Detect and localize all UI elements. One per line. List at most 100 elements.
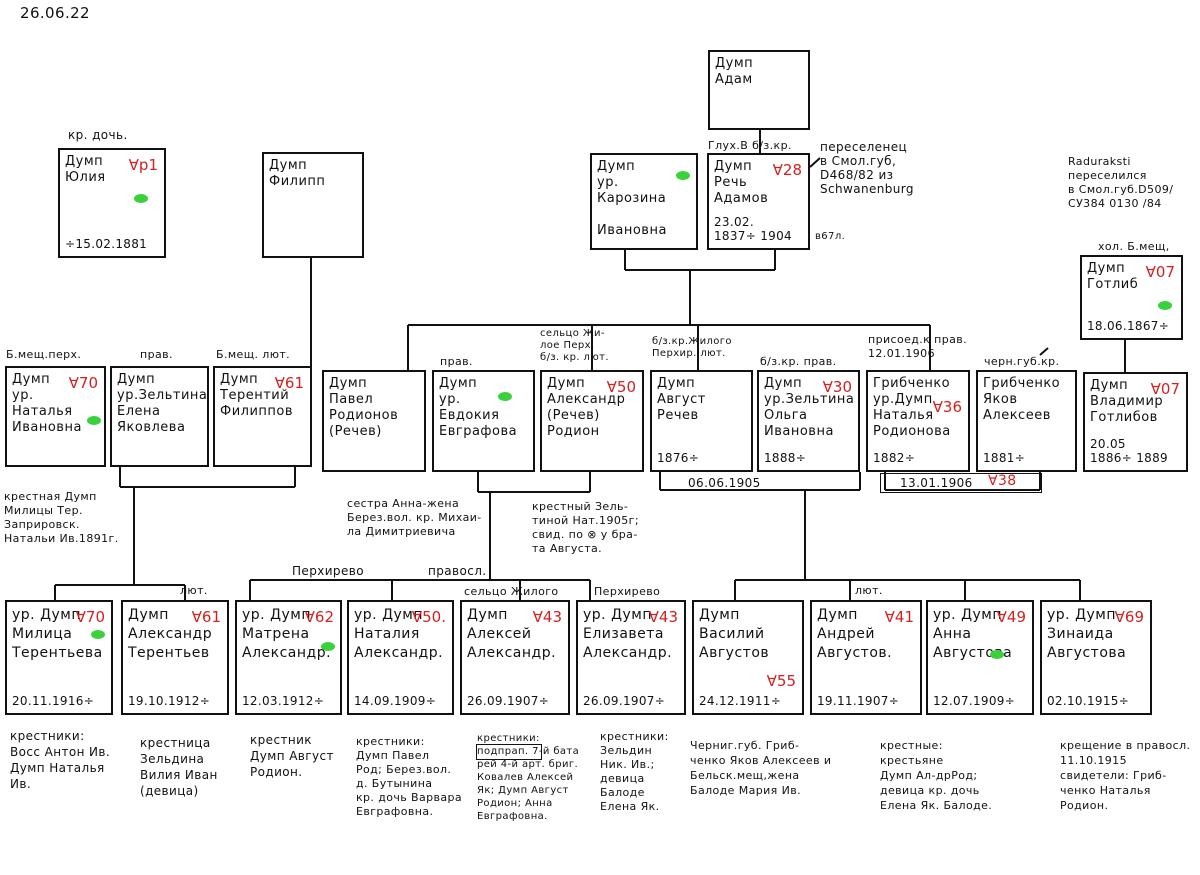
- person-name: Думп Терентий Филиппов: [220, 372, 294, 419]
- person-box-vladimir[interactable]: Думп Владимир Готлибов ∀07 20.05 1886÷ 1…: [1083, 372, 1188, 472]
- godchildren-aleksey: крестники: подпрап. 7-й бата рей 4-й арт…: [477, 733, 580, 822]
- person-box-natalia[interactable]: Думп ур. Наталья Ивановна ∀70: [5, 366, 106, 467]
- person-name: Думп Адам: [715, 56, 754, 87]
- yulia-note: кр. дочь.: [68, 128, 128, 142]
- elena-top-note: прав.: [140, 348, 173, 361]
- sister-note: сестра Анна-жена Берез.вол. кр. Михаи- л…: [347, 497, 482, 538]
- person-box-zinaida[interactable]: ур. Думп Зинаида Августова ∀69 02.10.191…: [1040, 600, 1152, 715]
- person-box-natalia-r[interactable]: Грибченко ур.Думп Наталья Родионова ∀36 …: [866, 370, 970, 472]
- person-name: ур. Думп Матрена Александр.: [242, 607, 332, 661]
- person-name: Думп Андрей Августов.: [817, 607, 893, 661]
- avgust-top-note: б/з.кр.Жилого Перхир. лют.: [652, 336, 732, 359]
- godchild-alexandr-t: крестница Зельдина Вилия Иван (девица): [140, 736, 218, 798]
- dna-mark: ∀43: [532, 608, 562, 626]
- person-date: 19.10.1912÷: [128, 694, 211, 708]
- dna-mark: ∀р1: [128, 156, 158, 174]
- green-dot: [676, 171, 690, 180]
- person-box-elizaveta[interactable]: ур. Думп Елизавета Александр. ∀43 26.09.…: [576, 600, 686, 715]
- person-box-matrena[interactable]: ур. Думп Матрена Александр. ∀62 12.03.19…: [235, 600, 342, 715]
- rech-top-note: Глух.В б/з.кр.: [708, 139, 792, 152]
- person-name: Думп Александр Терентьев: [128, 607, 213, 661]
- religion-label: правосл.: [428, 564, 487, 578]
- marriage-date-avgust-olga: 06.06.1905: [688, 476, 761, 490]
- person-name: Думп ур.Зельтина Ольга Ивановна: [764, 376, 855, 439]
- seltso-label: сельцо Жилого: [464, 585, 559, 598]
- person-box-milica[interactable]: ур. Думп Милица Терентьева ∀70 20.11.191…: [5, 600, 113, 715]
- person-date: 18.06.1867÷: [1087, 319, 1170, 333]
- person-box-adam[interactable]: Думп Адам: [708, 50, 810, 130]
- green-dot: [498, 392, 512, 401]
- person-box-filipp[interactable]: Думп Филипп: [262, 152, 364, 258]
- person-name: Думп Александр (Речев) Родион: [547, 376, 626, 439]
- green-dot: [321, 642, 335, 651]
- alexandr-t-top-note: лют.: [180, 584, 208, 597]
- terentiy-top-note: Б.мещ. лют.: [216, 348, 291, 361]
- dna-mark: ∀70: [75, 608, 105, 626]
- person-box-terentiy[interactable]: Думп Терентий Филиппов ∀61: [213, 366, 312, 467]
- dna-mark: ∀62: [304, 608, 334, 626]
- person-box-elena[interactable]: Думп ур.Зельтина Елена Яковлева: [110, 366, 209, 467]
- person-box-vasiliy[interactable]: Думп Василий Августов ∀55 24.12.1911÷: [692, 600, 804, 715]
- person-date: 26.09.1907÷: [467, 694, 550, 708]
- person-box-natalia-a[interactable]: ур. Думп Наталия Александр. ∀50. 14.09.1…: [347, 600, 454, 715]
- person-date: 20.05 1886÷ 1889: [1090, 437, 1168, 465]
- person-name: ур. Думп Милица Терентьева: [12, 607, 103, 661]
- dna-mark: ∀61: [274, 374, 304, 392]
- person-date: 14.09.1909÷: [354, 694, 437, 708]
- person-box-gotlib[interactable]: Думп Готлиб ∀07 18.06.1867÷: [1080, 255, 1183, 340]
- person-date: 1876÷: [657, 451, 700, 465]
- person-box-rech[interactable]: Думп Речь Адамов ∀28 23.02. 1837÷ 1904: [707, 153, 810, 250]
- person-date: 20.11.1916÷: [12, 694, 95, 708]
- person-date: 1881÷: [983, 451, 1026, 465]
- person-name: Думп Готлиб: [1087, 261, 1139, 292]
- person-box-aleksey[interactable]: Думп Алексей Александр. ∀43 26.09.1907÷: [460, 600, 570, 715]
- person-date: 26.09.1907÷: [583, 694, 666, 708]
- person-box-olga[interactable]: Думп ур.Зельтина Ольга Ивановна ∀30 1888…: [757, 370, 860, 472]
- dna-mark: ∀07: [1150, 380, 1180, 398]
- person-name: Думп ур. Наталья Ивановна: [12, 372, 82, 435]
- person-name: Думп Василий Августов: [699, 607, 770, 661]
- person-box-yulia[interactable]: Думп Юлия ∀р1 ÷15.02.1881: [58, 148, 166, 258]
- person-box-evdokia[interactable]: Думп ур. Евдокия Евграфова: [432, 370, 535, 472]
- marriage-dna-mark: ∀38: [988, 473, 1017, 489]
- person-box-anna[interactable]: ур. Думп Анна Августова ∀49 12.07.1909÷: [926, 600, 1034, 715]
- dna-mark: ∀49: [996, 608, 1026, 626]
- godchildren-natalia-a: крестники: Думп Павел Род; Берез.вол. д.…: [356, 735, 463, 818]
- raduraksti-note: Raduraksti переселился в Смол.губ.D509/ …: [1068, 155, 1174, 210]
- person-box-alexandr-t[interactable]: Думп Александр Терентьев ∀61 19.10.1912÷: [121, 600, 229, 715]
- person-name: Думп Речь Адамов: [714, 159, 769, 206]
- person-box-pavel[interactable]: Думп Павел Родионов (Речев): [322, 370, 426, 472]
- person-box-andrey[interactable]: Думп Андрей Августов. ∀41 19.11.1907÷: [810, 600, 922, 715]
- person-name: Думп Филипп: [269, 158, 326, 189]
- godparents-vasiliy: Черниг.губ. Гриб- ченко Яков Алексеев и …: [690, 739, 832, 797]
- green-dot: [134, 194, 148, 203]
- person-box-avgust[interactable]: Думп Август Речев 1876÷: [650, 370, 753, 472]
- person-date: 1888÷: [764, 451, 807, 465]
- dna-mark: ∀70: [68, 374, 98, 392]
- person-box-yakov[interactable]: Грибченко Яков Алексеев 1881÷: [976, 370, 1077, 472]
- village-label-2: Перхирево: [594, 585, 661, 598]
- village-label: Перхирево: [292, 564, 364, 578]
- natalia-top-note: Б.мещ.перх.: [6, 348, 82, 361]
- marriage-frame: [880, 473, 1042, 493]
- olga-top-note: б/з.кр. прав.: [760, 355, 837, 368]
- person-date: 1882÷: [873, 451, 916, 465]
- alexandr-top-note: сельцо Жи- лое Перх. б/з. кр. лют.: [540, 328, 609, 363]
- person-name: ур. Думп Анна Августова: [933, 607, 1013, 661]
- andrey-top-note: лют.: [855, 584, 883, 597]
- person-box-karozina[interactable]: Думп ур. Карозина Ивановна: [590, 153, 698, 250]
- person-name: Думп ур. Карозина Ивановна: [597, 159, 667, 238]
- godchild-matrena: крестник Думп Август Родион.: [250, 733, 334, 779]
- person-date: 12.03.1912÷: [242, 694, 325, 708]
- green-dot: [87, 416, 101, 425]
- godparents-anna: крестные: крестьяне Думп Ал-дрРод; девиц…: [880, 739, 993, 812]
- godfather-note: крестный Зель- тиной Нат.1905г; свид. по…: [532, 500, 639, 555]
- adam-resettler-note: переселенец в Смол.губ, D468/82 из Schwa…: [820, 140, 914, 196]
- dna-mark: ∀61: [191, 608, 221, 626]
- person-name: Думп Владимир Готлибов: [1090, 378, 1164, 425]
- diagram-date: 26.06.22: [20, 4, 90, 22]
- person-name: Думп Юлия: [65, 154, 106, 185]
- natalia-r-top-note: присоед.к прав. 12.01.1906: [868, 333, 968, 360]
- green-dot: [1158, 301, 1172, 310]
- person-box-alexandr[interactable]: Думп Александр (Речев) Родион ∀50: [540, 370, 644, 472]
